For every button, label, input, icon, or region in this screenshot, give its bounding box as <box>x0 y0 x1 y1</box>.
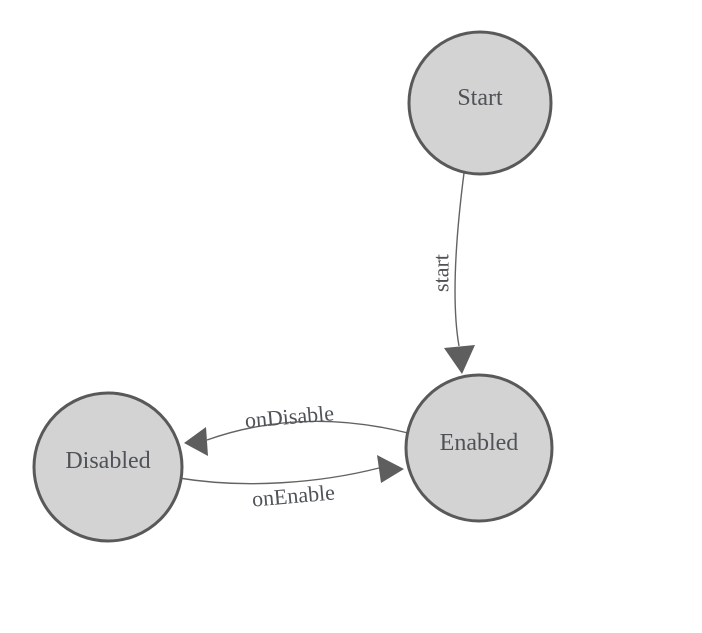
edge-label-onenable: onEnable <box>251 479 336 511</box>
state-node-disabled-label: Disabled <box>65 448 150 474</box>
arrowhead-down-icon <box>444 345 475 374</box>
edge-start-to-enabled: start <box>429 172 475 374</box>
state-node-enabled: Enabled <box>404 373 554 523</box>
edge-label-ondisable: onDisable <box>244 400 335 433</box>
arrowhead-left-icon <box>184 427 208 456</box>
state-node-enabled-circle <box>404 373 554 523</box>
edge-disabled-to-enabled-line <box>178 467 380 485</box>
edge-enabled-to-disabled: onDisable <box>184 400 409 456</box>
arrowhead-right-icon <box>377 455 404 483</box>
state-node-start: Start <box>407 30 553 176</box>
edge-start-to-enabled-line <box>454 172 465 347</box>
state-node-disabled-circle <box>32 391 184 543</box>
edge-label-start: start <box>429 254 454 292</box>
state-node-start-label: Start <box>457 85 503 111</box>
state-node-start-circle <box>407 30 553 176</box>
state-node-disabled: Disabled <box>32 391 184 543</box>
edge-disabled-to-enabled: onEnable <box>178 455 404 512</box>
state-node-enabled-label: Enabled <box>440 430 519 456</box>
edge-enabled-to-disabled-line <box>206 420 409 441</box>
